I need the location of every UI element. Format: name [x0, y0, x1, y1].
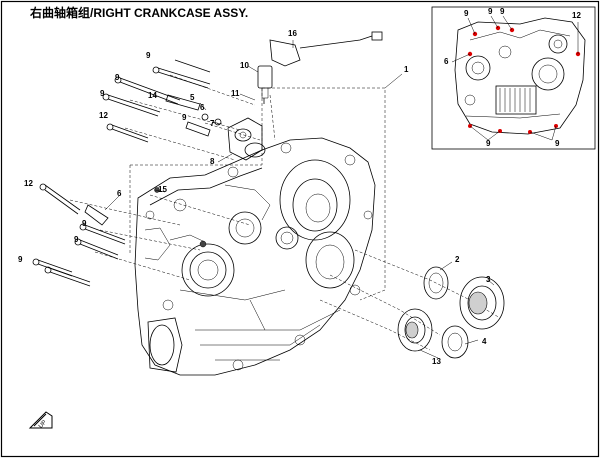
callout-9-f: 9: [74, 235, 79, 244]
callout-9-i: 9: [488, 7, 493, 16]
bearings: [397, 266, 505, 359]
callout-6-inset: 6: [444, 57, 449, 66]
callout-9-j: 9: [500, 7, 505, 16]
crankcase-body: [134, 137, 376, 376]
callout-9-d: 9: [182, 113, 187, 122]
callout-9-b: 9: [115, 73, 120, 82]
callout-6-sensor: 6: [200, 103, 205, 112]
callout-9-a: 9: [146, 51, 151, 60]
callout-7: 7: [210, 119, 215, 128]
callout-9-e: 9: [82, 219, 87, 228]
callout-15: 15: [158, 185, 167, 194]
front-arrow-icon: UP: [28, 411, 53, 430]
callout-9-h: 9: [464, 9, 469, 18]
diagram-title: 右曲轴箱组/RIGHT CRANKCASE ASSY.: [30, 6, 249, 20]
leader-lines: [104, 40, 495, 359]
callout-4: 4: [482, 337, 487, 346]
sensor-assembly: [227, 31, 383, 161]
callout-5: 5: [190, 93, 195, 102]
svg-text:UP: UP: [38, 420, 48, 430]
callout-12-a: 12: [99, 111, 108, 120]
callout-9-g: 9: [18, 255, 23, 264]
callout-14: 14: [148, 91, 157, 100]
callout-6: 6: [117, 189, 122, 198]
callout-9-c: 9: [100, 89, 105, 98]
callout-12-c: 12: [572, 11, 581, 20]
callout-labels: 1 2 3 4 5 6 6 6 7 8 9 9 9 9 9 9 9 9 9 9 …: [18, 7, 581, 366]
callout-12-b: 12: [24, 179, 33, 188]
callout-11: 11: [231, 89, 240, 98]
callout-9-k: 9: [486, 139, 491, 148]
callout-1: 1: [404, 65, 409, 74]
callout-16: 16: [288, 29, 297, 38]
callout-10: 10: [240, 61, 249, 70]
callout-13: 13: [432, 357, 441, 366]
callout-3: 3: [486, 275, 491, 284]
inset-view: [431, 6, 596, 150]
callout-9-l: 9: [555, 139, 560, 148]
bolts: [32, 59, 222, 287]
callout-8: 8: [210, 157, 215, 166]
callout-2: 2: [455, 255, 460, 264]
